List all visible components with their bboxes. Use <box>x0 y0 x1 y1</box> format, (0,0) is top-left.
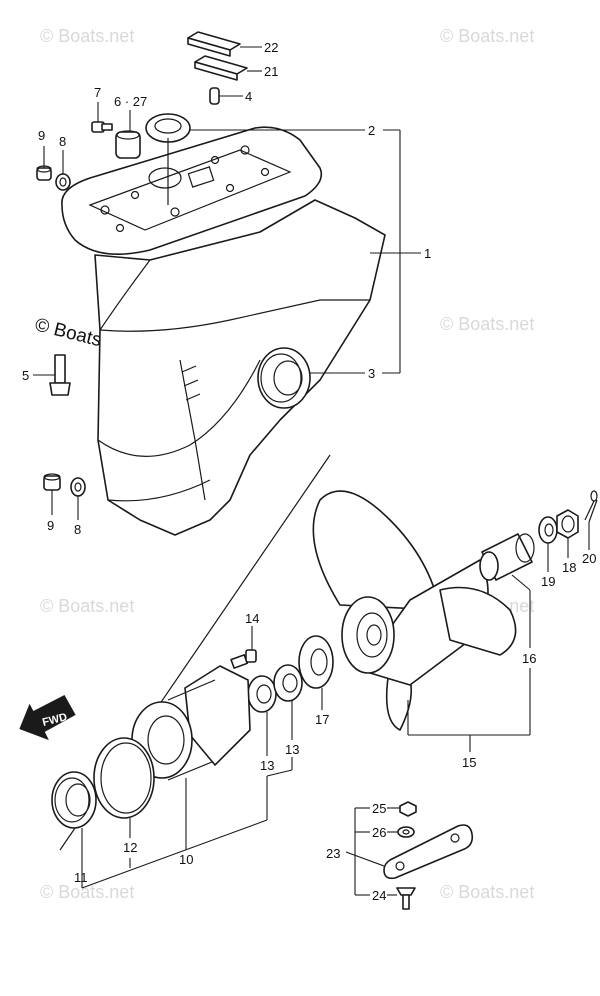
pin-4 <box>209 87 220 105</box>
callout-22: 22 <box>264 40 278 55</box>
oil-seal-13b <box>273 664 303 702</box>
callout-4: 4 <box>245 89 252 104</box>
anode-plate-23 <box>383 824 474 880</box>
spacer-16 <box>479 533 535 581</box>
callout-2: 2 <box>368 123 375 138</box>
callout-9-upper: 9 <box>38 128 45 143</box>
callout-10: 10 <box>179 852 193 867</box>
bolt-7 <box>91 121 113 133</box>
callout-21: 21 <box>264 64 278 79</box>
callout-14: 14 <box>245 611 259 626</box>
seal-22 <box>187 31 241 57</box>
bolt-14 <box>230 649 257 669</box>
callout-13b: 13 <box>285 742 299 757</box>
bushing-6-27 <box>115 130 141 159</box>
shaft-housing-10 <box>131 665 251 781</box>
screw-24 <box>396 887 416 910</box>
callout-23: 23 <box>326 846 340 861</box>
screw-9-upper <box>36 165 52 181</box>
callout-9-lower: 9 <box>47 518 54 533</box>
bearing-11 <box>51 771 97 829</box>
o-ring-12 <box>93 737 155 819</box>
cotter-pin-20 <box>584 490 598 523</box>
callout-1: 1 <box>424 246 431 261</box>
callout-11: 11 <box>74 870 88 885</box>
leader-lines <box>33 46 590 896</box>
callout-12: 12 <box>123 840 137 855</box>
nut-18 <box>556 509 579 539</box>
callout-18: 18 <box>562 560 576 575</box>
callout-16: 16 <box>522 651 536 666</box>
washer-19 <box>538 516 558 544</box>
watermark: © Boats.net <box>40 26 134 46</box>
fwd-label: FWD <box>41 711 68 729</box>
washer-8-upper <box>55 173 71 191</box>
watermark: © Boats.net <box>40 882 134 902</box>
watermark: © Boats.net <box>40 596 134 616</box>
fwd-arrow: FWD <box>19 695 76 741</box>
callout-8-lower: 8 <box>74 522 81 537</box>
callout-24: 24 <box>372 888 386 903</box>
callout-6-27: 6 · 27 <box>114 94 147 109</box>
bolt-5 <box>49 354 71 396</box>
watermark: © Boats.net <box>440 314 534 334</box>
callout-26: 26 <box>372 825 386 840</box>
watermark: © Boats.net <box>440 26 534 46</box>
callout-labels: 22 21 4 7 6 · 27 2 9 8 1 3 5 9 8 20 18 1… <box>22 40 596 903</box>
callout-3: 3 <box>368 366 375 381</box>
seal-21 <box>194 55 248 81</box>
callout-5: 5 <box>22 368 29 383</box>
washer-17 <box>298 635 334 689</box>
gear-case <box>61 126 386 536</box>
callout-25: 25 <box>372 801 386 816</box>
nut-25 <box>399 801 417 817</box>
screw-9-lower <box>43 473 61 491</box>
oil-seal-3 <box>257 347 311 409</box>
callout-19: 19 <box>541 574 555 589</box>
callout-20: 20 <box>582 551 596 566</box>
callout-15: 15 <box>462 755 476 770</box>
bearing-2 <box>145 113 191 205</box>
callout-8-upper: 8 <box>59 134 66 149</box>
callout-7: 7 <box>94 85 101 100</box>
callout-17: 17 <box>315 712 329 727</box>
callout-13a: 13 <box>260 758 274 773</box>
washer-26 <box>397 826 415 838</box>
propeller-15 <box>312 490 517 731</box>
watermark: © Boats.net <box>440 882 534 902</box>
oil-seal-13a <box>247 675 277 713</box>
washer-8-lower <box>70 477 86 497</box>
